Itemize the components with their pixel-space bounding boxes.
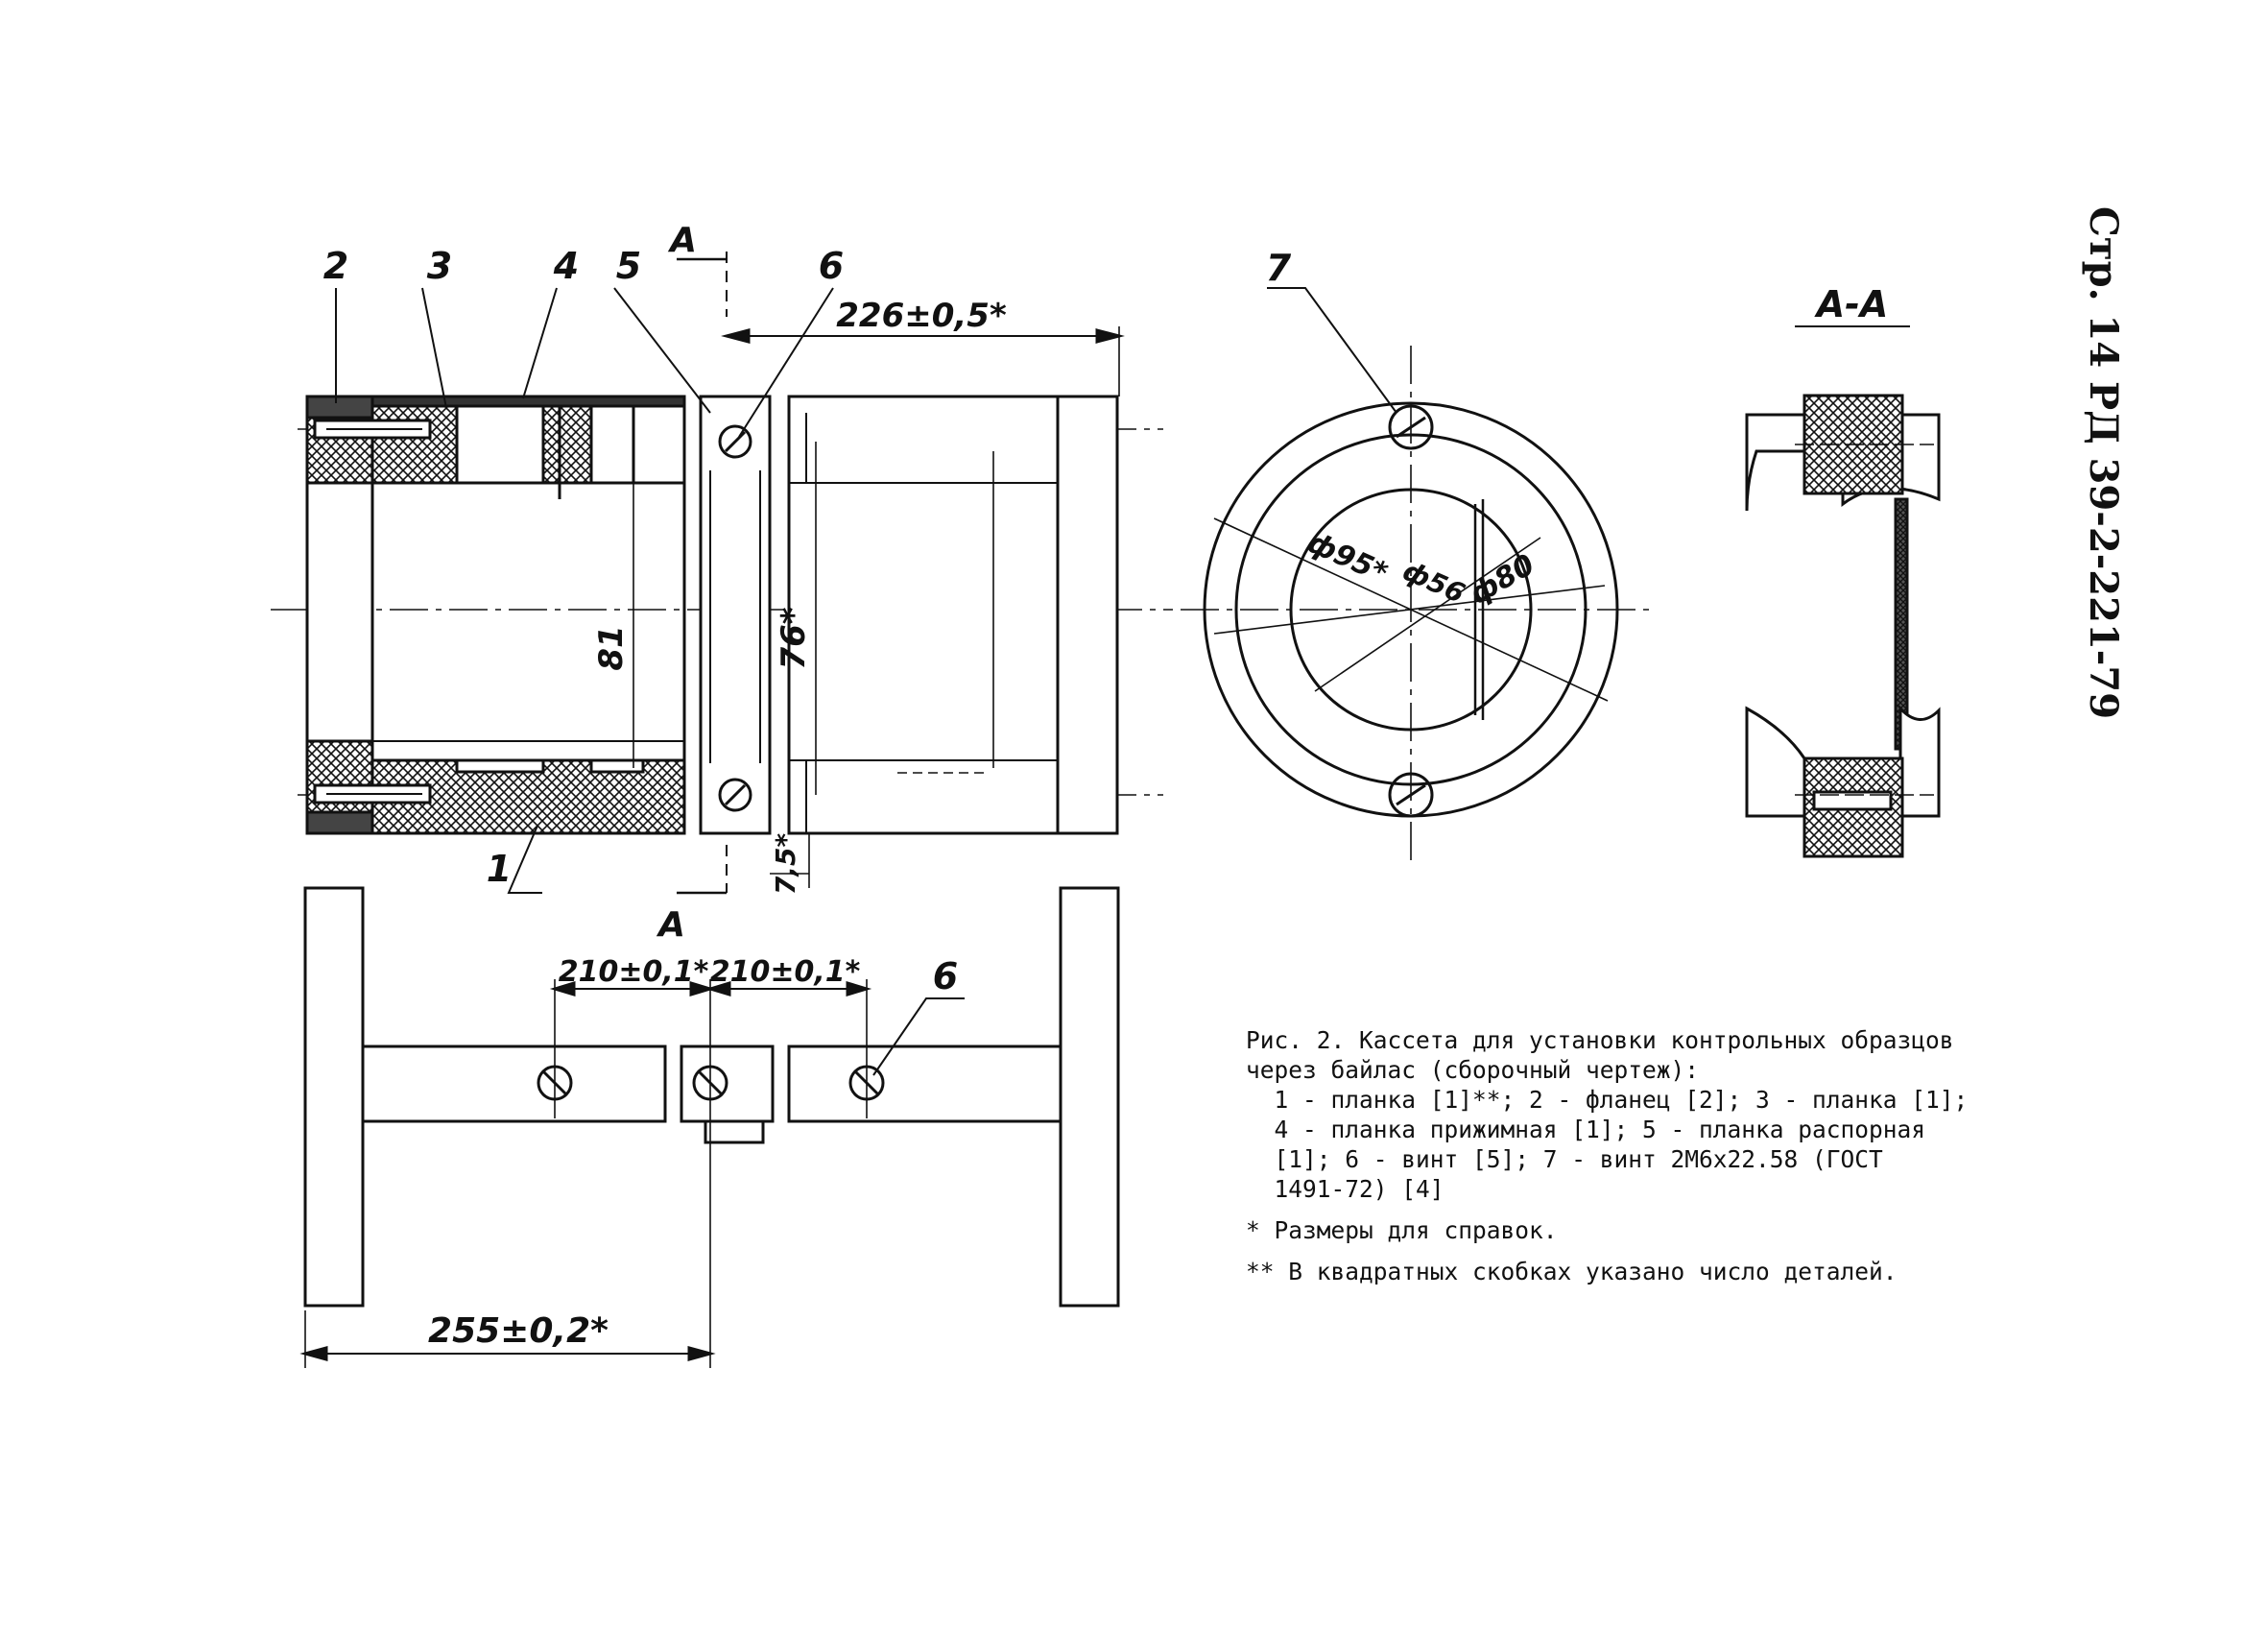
dim-dia56: ф56 — [1398, 555, 1469, 610]
middle-circle — [1234, 433, 1588, 786]
spacer-bar — [699, 395, 772, 835]
section-title: А-А — [1814, 283, 1889, 325]
dim-226: 226±0,5* — [836, 297, 1007, 335]
dim-7-5: 7,5* — [770, 833, 801, 896]
callout-6-bottom: 6 — [933, 955, 958, 997]
section-a-a — [1745, 325, 1941, 858]
caption-line-5: [1]; 6 - винт [5]; 7 - винт 2М6х22.58 (Г… — [1246, 1145, 1883, 1173]
bore-circle — [1289, 488, 1533, 732]
caption-line-6: 1491-72) [4] — [1246, 1175, 1444, 1203]
top-view — [299, 886, 1120, 1368]
section-mark-bottom: А — [656, 905, 685, 945]
side-view — [1181, 287, 1651, 864]
dim-81: 81 — [592, 625, 631, 670]
bolt-top — [1388, 404, 1434, 450]
caption-line-1: Рис. 2. Кассета для установки контрольны… — [1246, 1026, 1954, 1054]
section-mark-top: А — [667, 221, 697, 260]
flange-right — [1056, 395, 1119, 835]
dim-76: 76* — [775, 607, 813, 669]
end-plate-right — [1059, 886, 1120, 1308]
dim-255: 255±0,2* — [428, 1311, 609, 1351]
screw-head-bottom — [718, 778, 752, 812]
end-plate-left — [303, 886, 365, 1308]
callout-5: 5 — [616, 245, 641, 287]
callout-6-top: 6 — [819, 245, 844, 287]
caption-line-3: 1 - планка [1]**; 2 - фланец [2]; 3 - пл… — [1246, 1086, 1969, 1114]
dim-210-left: 210±0,1* — [559, 955, 709, 989]
callout-labels: 2 3 4 5 6 1 7 6 А А А-А — [323, 221, 1889, 997]
callout-4: 4 — [553, 245, 579, 287]
dim-210-right: 210±0,1* — [710, 955, 861, 989]
caption-note-reference: * Размеры для справок. — [1246, 1216, 1558, 1244]
figure-caption: Рис. 2. Кассета для установки контрольны… — [1246, 1025, 1975, 1286]
caption-note-quantity: ** В квадратных скобках указано число де… — [1246, 1258, 1898, 1285]
front-view — [271, 252, 1173, 895]
callout-1: 1 — [487, 848, 512, 890]
page-header: Стр. 14 РД 39-2-221-79 — [2068, 206, 2126, 719]
callout-3: 3 — [427, 245, 452, 287]
caption-line-2: через байлас (сборочный чертеж): — [1246, 1056, 1700, 1084]
callout-2: 2 — [323, 245, 348, 287]
callout-7: 7 — [1266, 247, 1292, 289]
bolt-bottom — [1388, 772, 1434, 818]
caption-line-4: 4 - планка прижимная [1]; 5 - планка рас… — [1246, 1116, 1926, 1143]
page-header-text: Стр. 14 РД 39-2-221-79 — [2081, 206, 2126, 720]
screw-head-top — [718, 424, 752, 459]
